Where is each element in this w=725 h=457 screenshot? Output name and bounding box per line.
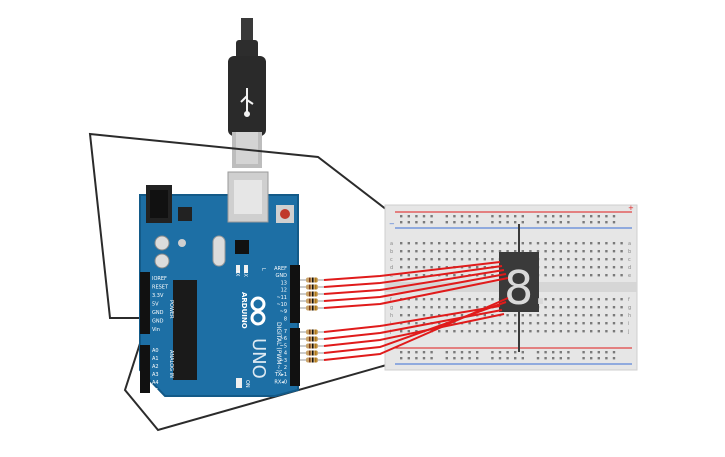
red-wire xyxy=(323,265,503,288)
black-wire-top xyxy=(88,132,405,319)
pin-label: 8 xyxy=(284,316,287,322)
red-wire xyxy=(323,305,501,333)
pin-label: ~3 xyxy=(280,358,287,364)
pin-label: GND xyxy=(152,310,164,316)
digital-header-top xyxy=(290,265,300,323)
pin-label: ~11 xyxy=(276,295,287,301)
row-letter: e xyxy=(628,273,631,279)
pin-label: A3 xyxy=(152,372,159,378)
digital-header-bottom xyxy=(290,328,300,386)
power-header xyxy=(140,272,150,334)
breadboard-holes xyxy=(400,215,623,360)
digital-label: DIGITAL (PWM~) xyxy=(275,322,282,372)
pin-label: RX◂0 xyxy=(274,379,287,385)
pin-label: ~5 xyxy=(280,343,287,349)
analog-header xyxy=(140,345,150,393)
pin-label: IOREF xyxy=(152,276,167,282)
row-letter: d xyxy=(390,265,393,271)
red-wire xyxy=(323,269,505,295)
pin-label: 13 xyxy=(281,280,287,286)
pin-label: ~10 xyxy=(276,302,287,308)
display-digit: 8. xyxy=(504,261,548,315)
pin-label: A4 xyxy=(152,380,159,386)
row-letter: f xyxy=(390,297,392,303)
arduino-logo-icon xyxy=(250,296,266,326)
board-model: UNO xyxy=(248,338,269,379)
row-letter: c xyxy=(628,257,631,263)
pin-label: GND xyxy=(276,273,288,279)
red-wire xyxy=(323,277,509,309)
row-letter: b xyxy=(390,249,393,255)
atmega-chip xyxy=(173,280,197,380)
rail-plus-label: + xyxy=(628,204,634,212)
row-letter: c xyxy=(390,257,393,263)
pin-label: A0 xyxy=(152,348,159,354)
board-brand: ARDUINO xyxy=(240,292,248,329)
pin-label: AREF xyxy=(274,266,287,272)
row-letter: h xyxy=(390,313,393,319)
reset-button[interactable] xyxy=(280,209,290,219)
red-wire xyxy=(323,313,505,347)
pin-label: 5V xyxy=(152,302,159,308)
pin-label: 12 xyxy=(281,288,287,294)
pin-label: A5 xyxy=(152,388,159,394)
row-letter: a xyxy=(628,241,631,247)
power-label: POWER xyxy=(168,300,174,319)
row-letter: d xyxy=(628,265,631,271)
row-letter: g xyxy=(390,305,393,311)
red-wire xyxy=(323,273,507,302)
row-letter: b xyxy=(628,249,631,255)
resistor-array xyxy=(300,277,324,363)
pin-label: 4 xyxy=(284,351,287,357)
tx-label: TX xyxy=(234,269,240,277)
l-label: L xyxy=(260,268,266,271)
red-wire xyxy=(323,261,501,281)
row-letter: g xyxy=(628,305,631,311)
power-pin-labels: IOREF RESET 3.3V 5V GND GND Vin xyxy=(152,276,169,333)
pin-label: 2 xyxy=(284,365,287,371)
row-letter: h xyxy=(628,313,631,319)
pin-label: Vin xyxy=(152,327,160,333)
usb-cable xyxy=(228,18,266,168)
arduino-board: ARDUINO UNO TX RX L ON DIGITAL (PWM~) PO… xyxy=(139,171,300,397)
analog-label: ANALOG IN xyxy=(168,350,174,378)
pin-label: TX▸1 xyxy=(274,372,287,378)
row-letter: a xyxy=(390,241,393,247)
rail-minus-label: − xyxy=(389,220,395,228)
rx-label: RX xyxy=(242,270,248,277)
red-wires xyxy=(323,261,509,361)
on-label: ON xyxy=(244,380,250,388)
pin-label: ~6 xyxy=(280,336,287,342)
row-letter: i xyxy=(628,321,629,327)
pin-label: 7 xyxy=(284,329,287,335)
row-letter: e xyxy=(390,273,393,279)
row-letter: f xyxy=(628,297,630,303)
usb-icon xyxy=(240,88,254,117)
pin-label: 3.3V xyxy=(152,293,164,299)
pin-label: A2 xyxy=(152,364,159,370)
pin-label: ~9 xyxy=(280,309,287,315)
row-letter: j xyxy=(627,329,629,335)
red-wire xyxy=(323,297,509,361)
pin-label: RESET xyxy=(152,285,169,291)
pin-label: A1 xyxy=(152,356,159,362)
pin-label: GND xyxy=(152,319,164,325)
